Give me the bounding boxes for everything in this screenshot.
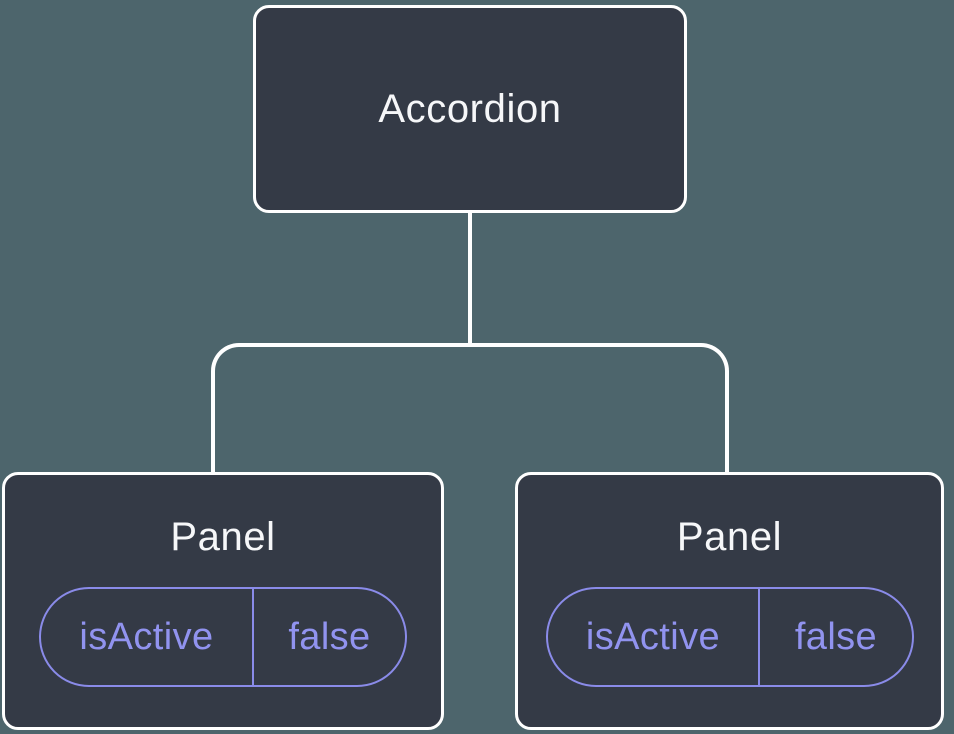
prop-pill-left: isActive false [39, 587, 407, 687]
prop-name-right: isActive [548, 589, 761, 685]
node-panel-right: Panel isActive false [515, 472, 944, 730]
node-panel-left-label: Panel [170, 515, 276, 559]
prop-value-right: false [794, 615, 878, 658]
prop-pill-right: isActive false [545, 587, 914, 687]
node-panel-left: Panel isActive false [2, 472, 444, 730]
node-accordion-label: Accordion [378, 87, 562, 131]
connector-bracket [211, 343, 729, 472]
node-panel-right-label: Panel [676, 515, 783, 559]
connector-root-stem [468, 212, 472, 345]
prop-name-left: isActive [41, 589, 254, 685]
node-accordion: Accordion [253, 5, 687, 213]
prop-value-left: false [288, 615, 371, 658]
